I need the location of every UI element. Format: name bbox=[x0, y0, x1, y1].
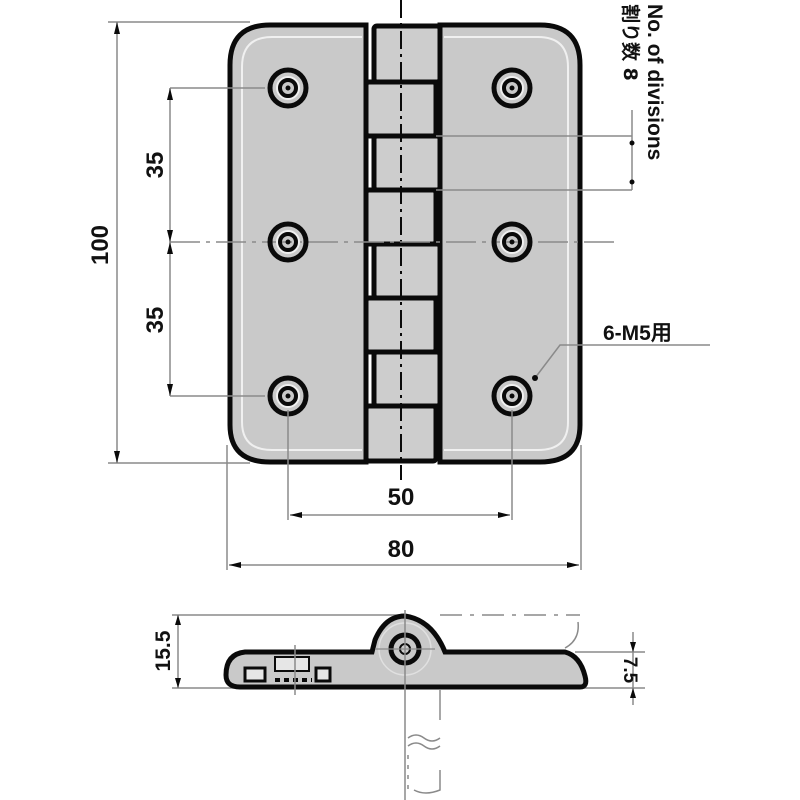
dim-overall-thickness: 15.5 bbox=[152, 630, 175, 671]
dim-overall-width: 80 bbox=[388, 536, 415, 563]
dim-leaf-thickness: 7.5 bbox=[619, 657, 640, 684]
divisions-note-en: No. of divisions bbox=[643, 4, 666, 160]
hole bbox=[267, 221, 309, 263]
side-view bbox=[172, 610, 645, 800]
dim-hole-spacing: 50 bbox=[388, 484, 415, 511]
divisions-note-jp: 割り数 8 bbox=[619, 4, 642, 81]
hole bbox=[491, 67, 533, 109]
knuckle bbox=[363, 23, 443, 464]
hole-callout: 6-M5用 bbox=[603, 322, 672, 345]
dim-overall-height: 100 bbox=[87, 225, 114, 265]
mounting-holes bbox=[267, 67, 533, 417]
hole bbox=[491, 221, 533, 263]
side-profile bbox=[223, 613, 589, 690]
dim-hole-pitch-upper: 35 bbox=[142, 152, 169, 179]
hole bbox=[267, 67, 309, 109]
dim-hole-pitch-lower: 35 bbox=[142, 307, 169, 334]
front-view bbox=[108, 0, 710, 570]
